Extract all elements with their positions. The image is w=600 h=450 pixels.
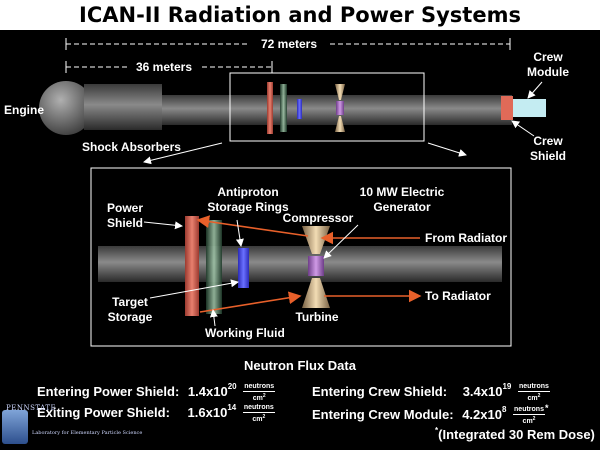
shock-absorber-section bbox=[84, 84, 162, 130]
fluid-to-shield-arrow bbox=[196, 215, 309, 237]
working-fluid-label: Working Fluid bbox=[205, 326, 285, 340]
compressor-mini bbox=[335, 84, 345, 100]
logo-lab: Laboratory for Elementary Particle Scien… bbox=[32, 430, 143, 436]
zoom-line-right bbox=[427, 142, 467, 157]
crew-module-mini bbox=[513, 99, 546, 117]
power-shield-pointer bbox=[143, 221, 183, 230]
flux-value: 1.6x1014 bbox=[187, 403, 237, 420]
compressor-label: Compressor bbox=[283, 211, 354, 225]
detail-spine bbox=[98, 246, 502, 282]
generator-label-line1: 10 MW Electric bbox=[360, 185, 445, 199]
power-shield-label-line1: Power bbox=[107, 201, 143, 215]
dimension-36m: 36 meters bbox=[65, 58, 273, 74]
turbine bbox=[302, 278, 330, 308]
crew-shield-label-line1: Crew bbox=[533, 134, 563, 148]
zoom-box bbox=[229, 72, 425, 142]
flux-value: 1.4x1020 bbox=[187, 382, 237, 399]
flux-label: Entering Crew Shield: bbox=[312, 384, 448, 399]
antiproton-pointer bbox=[235, 219, 244, 247]
antiproton-label-line2: Storage Rings bbox=[207, 200, 289, 214]
target-storage-pointer bbox=[149, 279, 239, 299]
crew-module-label-line1: Crew bbox=[533, 50, 563, 64]
flux-value: 3.4x1019 bbox=[462, 382, 512, 399]
flux-value: 4.2x108 bbox=[462, 405, 507, 422]
antiproton-storage-rings bbox=[238, 248, 249, 288]
flux-label: Entering Power Shield: bbox=[37, 384, 180, 399]
from-radiator-label: From Radiator bbox=[425, 231, 507, 245]
working-fluid-mini bbox=[280, 84, 287, 132]
working-fluid-radiator bbox=[206, 220, 222, 314]
turbine-label: Turbine bbox=[295, 310, 338, 324]
power-shield-mini bbox=[267, 82, 273, 134]
crew-shield-pointer bbox=[511, 120, 535, 137]
title-bar: ICAN-II Radiation and Power Systems bbox=[0, 0, 600, 30]
flux-heading: Neutron Flux Data bbox=[244, 358, 357, 373]
to-radiator-label: To Radiator bbox=[425, 289, 491, 303]
generator-mini bbox=[336, 101, 344, 115]
flux-row-entering-power-shield: Entering Power Shield: 1.4x1020 neutrons… bbox=[37, 382, 276, 403]
dimension-36m-label: 36 meters bbox=[136, 60, 192, 74]
crew-shield-label-line2: Shield bbox=[530, 149, 566, 163]
generator-pointer bbox=[323, 224, 359, 259]
flux-label: Entering Crew Module: bbox=[312, 407, 454, 422]
flux-label: Exiting Power Shield: bbox=[37, 405, 170, 420]
target-storage-label-line1: Target bbox=[112, 295, 148, 309]
university-logo: PENNSTATE Laboratory for Elementary Part… bbox=[2, 404, 142, 448]
power-shield-label-line2: Shield bbox=[107, 216, 143, 230]
antiproton-label-line1: Antiproton bbox=[217, 185, 278, 199]
footnote: *(Integrated 30 Rem Dose) bbox=[435, 426, 595, 442]
electric-generator bbox=[308, 256, 324, 276]
zoom-line-left bbox=[143, 142, 223, 165]
target-storage-label-line2: Storage bbox=[108, 310, 153, 324]
dimension-72m-label: 72 meters bbox=[261, 37, 317, 51]
logo-name: PENNSTATE bbox=[6, 404, 57, 412]
page-title: ICAN-II Radiation and Power Systems bbox=[79, 3, 521, 27]
flux-mark: * bbox=[544, 403, 549, 413]
power-shield bbox=[185, 216, 199, 316]
crew-shield-mini bbox=[501, 96, 513, 120]
shock-absorbers-label: Shock Absorbers bbox=[82, 140, 181, 154]
crew-module-pointer bbox=[527, 81, 543, 99]
engine-sphere bbox=[39, 81, 93, 135]
dimension-72m: 72 meters bbox=[65, 35, 511, 51]
working-fluid-pointer bbox=[209, 309, 218, 327]
shield-seal-icon bbox=[2, 410, 28, 444]
turbine-mini bbox=[335, 116, 345, 132]
generator-label-line2: Generator bbox=[373, 200, 431, 214]
engine-label: Engine bbox=[4, 103, 44, 117]
antiproton-rings-mini bbox=[297, 99, 302, 119]
crew-module-label-line2: Module bbox=[527, 65, 569, 79]
